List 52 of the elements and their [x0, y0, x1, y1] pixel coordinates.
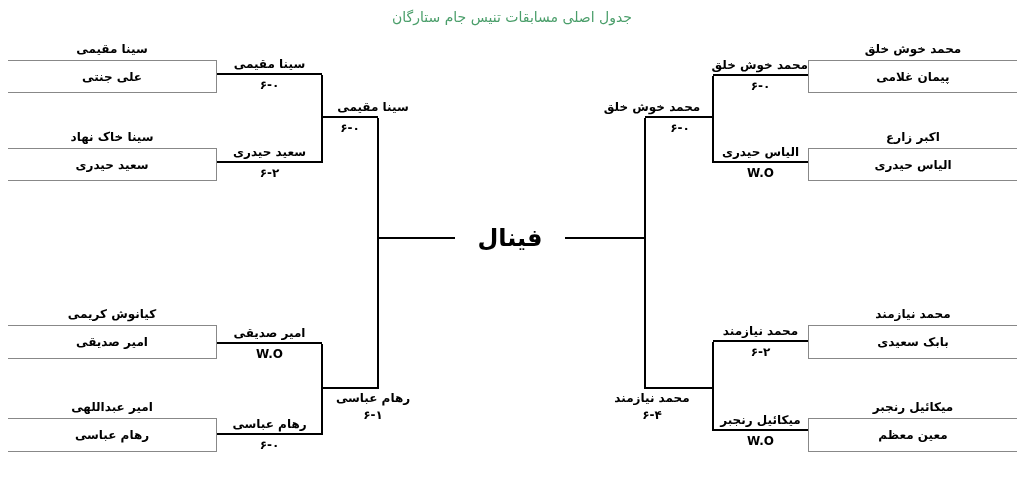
- score-label: ۶-۰: [669, 120, 691, 136]
- player-name: محمد نیازمند: [613, 390, 691, 406]
- score-label: ۶-۴: [641, 407, 663, 423]
- player-name: سینا خاک نهاد: [69, 129, 155, 145]
- player-name: میکائیل رنجبر: [718, 412, 802, 428]
- player-name: رهام عباسی: [231, 416, 308, 432]
- player-name: محمد نیازمند: [721, 323, 800, 339]
- player-name: محمد خوش خلق: [863, 41, 963, 57]
- title: جدول اصلی مسابقات تنیس جام ستارگان: [392, 9, 632, 25]
- score-label: ۶-۰: [339, 120, 361, 136]
- bracket-line: [321, 388, 323, 436]
- player-name: میکائیل رنجبر: [871, 399, 955, 415]
- player-name: الیاس حیدری: [720, 144, 801, 160]
- player-name: سعید حیدری: [232, 144, 307, 160]
- score-label: ۶-۲: [749, 344, 772, 360]
- score-label: ۶-۱: [362, 407, 384, 423]
- player-name: امیر صدیقی: [75, 334, 149, 350]
- bracket-line: [321, 117, 323, 164]
- score-label: W.O: [255, 346, 284, 362]
- score-label: W.O: [746, 165, 775, 181]
- player-name: بابک سعیدی: [876, 334, 950, 350]
- score-label: ۶-۲: [258, 165, 281, 181]
- player-name: سعید حیدری: [74, 156, 150, 173]
- score-label: W.O: [746, 433, 775, 449]
- final-label: فینال: [477, 224, 543, 252]
- player-name: محمد نیازمند: [874, 306, 952, 322]
- score-label: ۶-۰: [749, 78, 772, 94]
- player-name: امیر عبداللهی: [70, 399, 154, 415]
- player-name: محمد خوش خلق: [602, 99, 702, 115]
- player-name: رهام عباسی: [334, 390, 412, 406]
- bracket-line: [321, 343, 323, 390]
- player-name: الیاس حیدری: [873, 156, 953, 173]
- player-name: سینا مقیمی: [75, 41, 149, 57]
- bracket-line: [321, 74, 323, 119]
- player-name: کیانوش کریمی: [66, 306, 158, 322]
- bracket-line: [712, 388, 714, 432]
- player-name: سینا مقیمی: [336, 99, 410, 115]
- bracket-line: [377, 237, 456, 390]
- player-name: رهام عباسی: [73, 427, 151, 443]
- player-name: سینا مقیمی: [232, 56, 307, 72]
- score-label: ۶-۰: [258, 77, 281, 93]
- player-name: اکبر زارع: [885, 129, 941, 145]
- bracket-line: [712, 341, 714, 390]
- player-name: امیر صدیقی: [232, 325, 307, 341]
- bracket-line: [712, 117, 714, 164]
- player-name: معین معظم: [877, 427, 949, 443]
- player-name: محمد خوش خلق: [713, 57, 808, 73]
- player-name: پیمان غلامی: [875, 68, 951, 85]
- bracket-line: [564, 237, 646, 390]
- player-name: علی جنتی: [81, 68, 143, 85]
- bracket-line: [712, 75, 714, 119]
- score-label: ۶-۰: [258, 437, 281, 453]
